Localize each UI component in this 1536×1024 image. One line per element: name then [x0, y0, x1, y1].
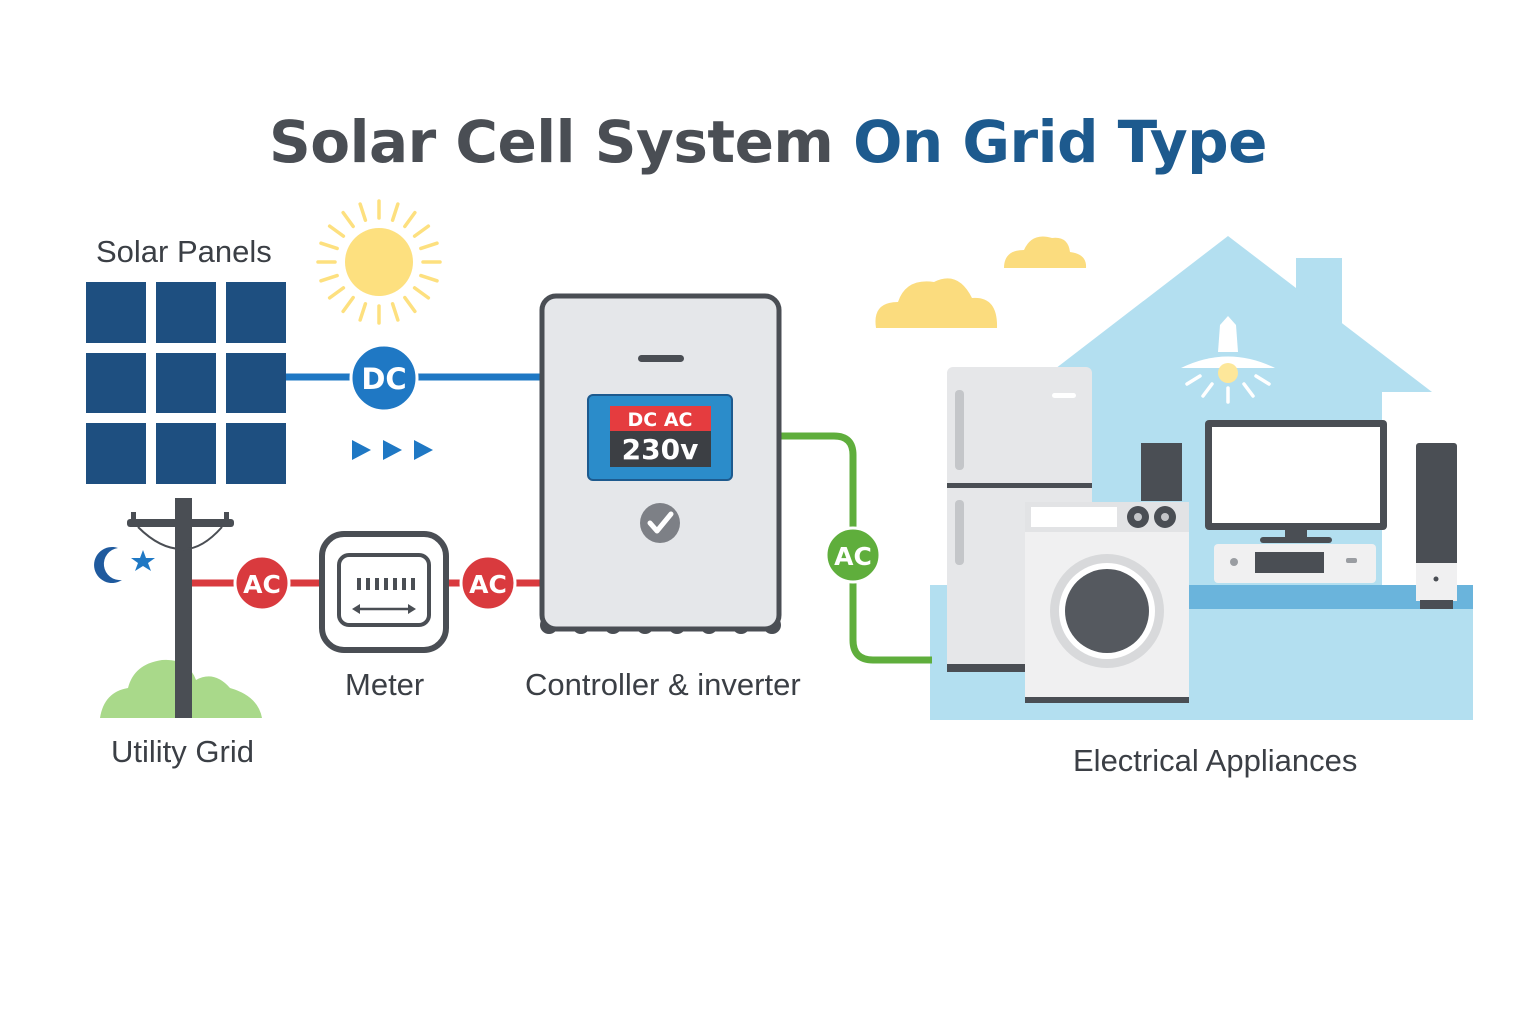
sun-ray [319, 241, 339, 251]
controller-label: Controller & inverter [525, 667, 801, 702]
cloud-icon [875, 278, 998, 328]
sun-ray [390, 202, 400, 222]
inverter-unit: DC AC 230v [539, 293, 782, 634]
speaker-icon [1141, 443, 1182, 501]
tall-speaker-icon [1416, 443, 1457, 609]
arrow-icon [352, 440, 371, 460]
inverter-mode-text: DC AC [628, 409, 693, 431]
title-part-1: Solar Cell System [268, 108, 834, 176]
sun-ray [403, 295, 417, 314]
title-part-2: On Grid Type [853, 108, 1268, 176]
sun-ray [358, 302, 368, 322]
arrow-icon [414, 440, 433, 460]
solar-panels-label: Solar Panels [96, 234, 272, 269]
ac-meter-badge-label: AC [469, 570, 507, 599]
sun-ray [412, 224, 431, 238]
star-icon [131, 550, 155, 571]
meter-label: Meter [345, 667, 425, 702]
washing-machine-icon [1025, 502, 1189, 703]
sun-ray [419, 273, 439, 283]
sun-ray [419, 241, 439, 251]
flow-arrows [352, 440, 433, 460]
dc-badge: DC [349, 343, 419, 413]
sun-ray [341, 210, 355, 229]
sun-ray [319, 273, 339, 283]
ac-meter-badge: AC [459, 554, 517, 612]
dvd-player-icon [1214, 544, 1376, 583]
ac-grid-badge-label: AC [243, 570, 281, 599]
cloud-icon-small [1004, 236, 1087, 268]
sun-ray [412, 286, 431, 300]
ac-output-badge-label: AC [834, 542, 872, 571]
tv-icon [1205, 420, 1387, 543]
sun-ray [358, 202, 368, 222]
moon-icon [94, 546, 122, 583]
utility-pole-icon [127, 498, 234, 718]
ac-grid-badge: AC [233, 554, 291, 612]
sun-ray [341, 295, 355, 314]
check-icon [640, 503, 680, 543]
appliances-label: Electrical Appliances [1073, 743, 1358, 778]
light-bulb-icon [1181, 316, 1275, 404]
sun-icon [316, 199, 442, 325]
utility-grid-label: Utility Grid [111, 734, 254, 769]
ac-output-badge: AC [824, 526, 882, 584]
sun-ray [403, 210, 417, 229]
dc-badge-label: DC [361, 362, 406, 396]
arrow-icon [383, 440, 402, 460]
solar-panel-array [86, 282, 286, 484]
sun-ray [327, 224, 346, 238]
meter-icon [319, 531, 449, 653]
inverter-voltage-text: 230v [622, 433, 699, 466]
sun-ray [390, 302, 400, 322]
sun-ray [327, 286, 346, 300]
page-title: Solar Cell System On Grid Type [0, 108, 1536, 176]
